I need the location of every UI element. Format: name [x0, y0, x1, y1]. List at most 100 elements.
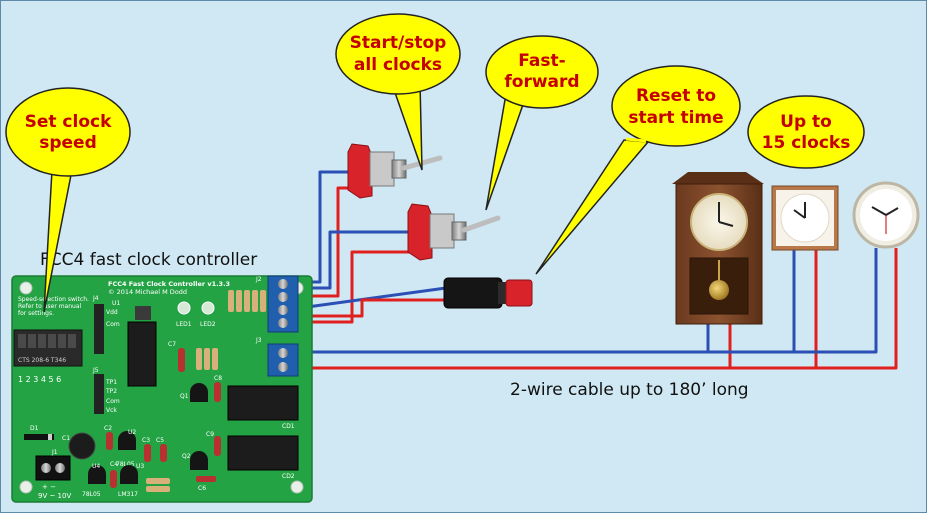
capacitor-c3: [144, 444, 151, 462]
transistor-q2: [190, 451, 208, 470]
callout-seam: [625, 137, 647, 143]
u4-label: U4: [92, 463, 100, 470]
d1-label: D1: [30, 425, 39, 432]
fast-forward-toggle-switch[interactable]: [407, 203, 501, 261]
capacitor-c1: [68, 432, 96, 460]
resistor: [146, 486, 170, 492]
speed-note-line-2: Refer to user manual: [18, 303, 81, 310]
mounting-hole: [290, 480, 304, 494]
power-polarity: + −: [42, 483, 56, 491]
dip-toggle[interactable]: [18, 334, 26, 348]
c6-label: C6: [198, 485, 206, 492]
mounting-hole: [19, 281, 33, 295]
com2-label: Com: [106, 398, 120, 405]
dip-toggle[interactable]: [58, 334, 66, 348]
vdd-label: Vdd: [106, 309, 118, 316]
callout-line-1: Reset to: [636, 86, 716, 106]
callout-fast-forward: Fast- forward: [485, 35, 599, 211]
speed-note-line-3: for settings.: [18, 310, 54, 317]
terminal-block-j2: [267, 275, 299, 333]
power-terminal-j1: [35, 455, 71, 481]
reg-78l05-b: 78L05: [116, 461, 135, 468]
header-j4: [94, 304, 104, 354]
ic-u1: [127, 321, 157, 387]
reset-push-button[interactable]: [443, 277, 533, 309]
c5-label: C5: [156, 437, 164, 444]
c8-label: C8: [214, 375, 222, 382]
reset-blue-wire: [299, 286, 447, 310]
switch-red-housing: [347, 143, 373, 199]
q1-label: Q1: [180, 393, 189, 400]
callout-bubble: [747, 95, 865, 169]
capacitor-c5: [160, 444, 167, 462]
callout-line-2: forward: [504, 72, 579, 92]
dip-toggle[interactable]: [68, 334, 76, 348]
capacitor-c9: [214, 436, 221, 456]
c1-label: C1: [62, 435, 70, 442]
pcb-title: FCC4 Fast Clock Controller v1.3.3: [108, 280, 230, 288]
switch-metal-body: [429, 213, 455, 249]
mounting-hole: [19, 480, 33, 494]
toggle-lever[interactable]: [461, 215, 501, 233]
resistor: [204, 348, 210, 370]
header-j5: [94, 374, 104, 414]
u3-label: U3: [136, 463, 144, 470]
reset-red-wire: [300, 298, 446, 318]
callout-bubble: [5, 87, 131, 177]
push-button-cap[interactable]: [505, 279, 533, 307]
dip-switch-brand: CTS 208-6 T346: [18, 357, 66, 364]
callout-bubble: [611, 65, 741, 147]
callout-line-2: speed: [39, 133, 97, 153]
capacitor-c2: [106, 432, 113, 450]
callout-line-2: 15 clocks: [762, 133, 851, 153]
fast-forward-blue-wire: [300, 230, 410, 290]
j1-label: J1: [51, 449, 58, 456]
start-stop-red-wire: [300, 186, 350, 298]
fast-forward-red-wire: [300, 250, 410, 324]
callout-line-1: Set clock: [25, 112, 112, 132]
switch-metal-body: [369, 151, 395, 187]
vck-label: Vck: [106, 407, 117, 414]
callout-bubble: [485, 35, 599, 109]
resistor-array: [228, 290, 266, 312]
reg-lm317: LM317: [118, 491, 138, 498]
speed-dip-switch[interactable]: CTS 208-6 T346: [13, 329, 83, 367]
square-wall-clock: [771, 185, 839, 251]
dip-toggle[interactable]: [48, 334, 56, 348]
u1-label: U1: [112, 300, 120, 307]
diode-band: [48, 434, 52, 440]
driver-ic-1: [227, 385, 299, 421]
capacitor-c8: [214, 382, 221, 402]
cd1-label: CD1: [282, 423, 295, 430]
callout-set-clock-speed: Set clock speed: [5, 87, 131, 313]
dip-toggle[interactable]: [28, 334, 36, 348]
pcb-copyright: © 2014 Michael M Dodd: [108, 288, 187, 296]
callout-line-2: all clocks: [354, 55, 442, 75]
c7-label: C7: [168, 341, 176, 348]
driver-ic-2: [227, 435, 299, 471]
callout-reset: Reset to start time: [535, 65, 741, 275]
q2-label: Q2: [182, 453, 191, 460]
regulator-u2: [118, 431, 136, 450]
callout-start-stop: Start/stop all clocks: [335, 13, 461, 171]
pendulum-bob: [709, 280, 729, 300]
j5-label: J5: [92, 367, 99, 374]
led1: [177, 301, 191, 315]
led2: [201, 301, 215, 315]
regulator-u3: [120, 465, 138, 484]
ic-u1-socket: [135, 306, 151, 320]
dip-switch-numbers: 1 2 3 4 5 6: [18, 375, 61, 384]
capacitor-c4: [110, 470, 117, 488]
diode-d1: [24, 434, 54, 440]
led2-label: LED2: [200, 321, 216, 328]
reg-78l05-a: 78L05: [82, 491, 101, 498]
start-stop-toggle-switch[interactable]: [347, 143, 443, 199]
c3-label: C3: [142, 437, 150, 444]
terminal-block-j3: [267, 343, 299, 377]
dip-toggle[interactable]: [38, 334, 46, 348]
switch-red-housing: [407, 203, 433, 261]
callout-seam: [506, 91, 526, 97]
callout-line-1: Start/stop: [350, 33, 447, 53]
